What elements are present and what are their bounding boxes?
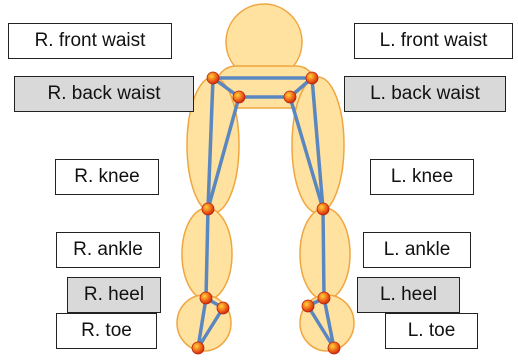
marker-r-back-waist	[233, 91, 245, 103]
label-r-toe: R. toe	[56, 313, 157, 349]
label-l-knee: L. knee	[370, 159, 474, 195]
marker-l-front-waist	[306, 72, 318, 84]
marker-l-toe	[328, 342, 340, 354]
label-r-knee: R. knee	[55, 159, 159, 195]
left-shank-link	[323, 209, 324, 298]
label-l-front-waist: L. front waist	[354, 23, 513, 59]
marker-l-knee	[317, 203, 329, 215]
label-r-back-waist: R. back waist	[14, 76, 194, 112]
label-l-toe: L. toe	[385, 313, 478, 349]
label-l-ankle: L. ankle	[363, 232, 471, 268]
marker-l-ankle	[318, 292, 330, 304]
marker-r-heel	[217, 302, 229, 314]
marker-l-heel	[302, 300, 314, 312]
marker-r-front-waist	[207, 72, 219, 84]
right-shank-link	[206, 209, 208, 298]
label-r-ankle: R. ankle	[56, 232, 160, 268]
marker-r-ankle	[200, 292, 212, 304]
marker-l-back-waist	[284, 91, 296, 103]
label-r-front-waist: R. front waist	[8, 23, 172, 59]
label-l-heel: L. heel	[357, 277, 460, 313]
label-l-back-waist: L. back waist	[344, 76, 506, 112]
marker-r-knee	[202, 203, 214, 215]
marker-r-toe	[192, 342, 204, 354]
label-r-heel: R. heel	[67, 277, 161, 313]
